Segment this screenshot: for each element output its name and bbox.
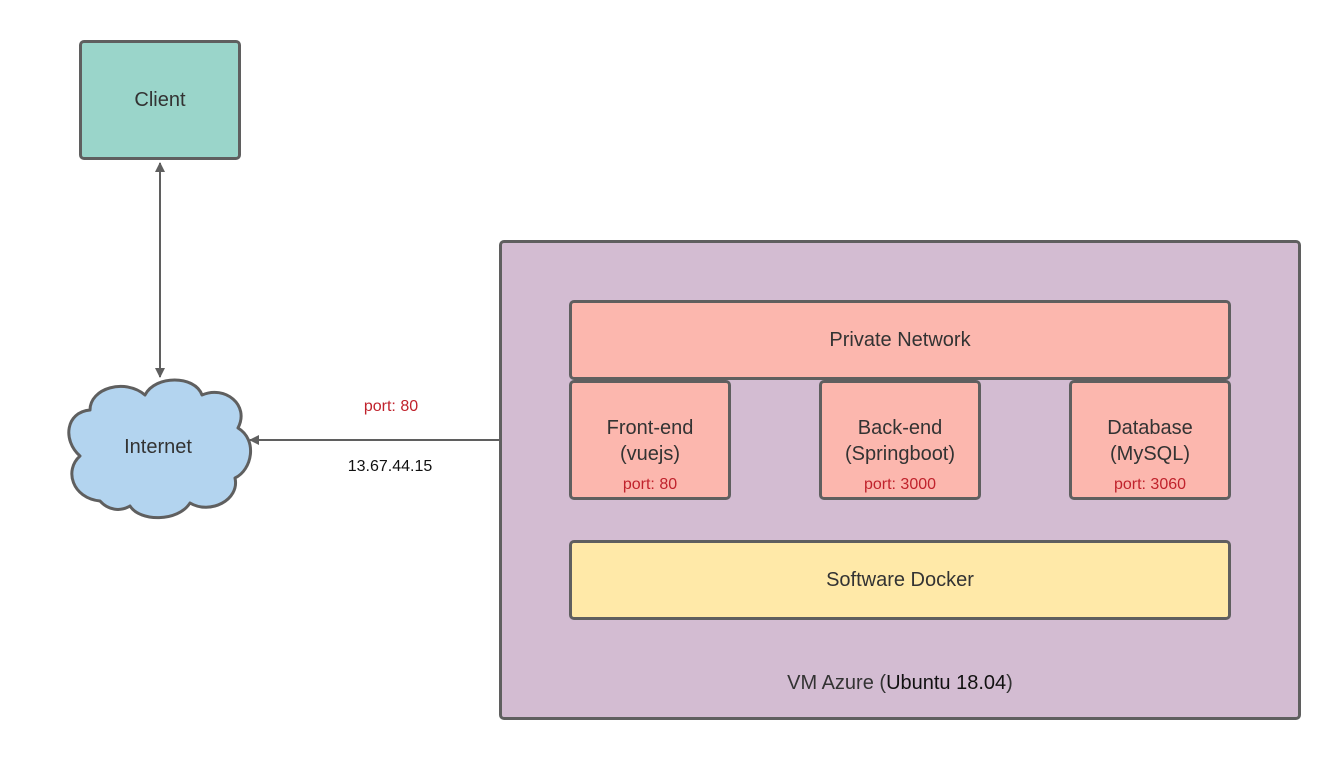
- database-port: port: 3060: [1113, 476, 1187, 493]
- private-network-label: Private Network: [829, 328, 971, 351]
- software-docker-node[interactable]: Software Docker: [569, 540, 1231, 620]
- internet-edge-port-label: port: 80: [363, 398, 419, 415]
- vm-label: VM Azure (Ubuntu 18.04): [499, 672, 1301, 695]
- backend-tech: (Springboot): [844, 443, 956, 465]
- frontend-tech: (vuejs): [619, 443, 680, 465]
- database-tech: (MySQL): [1110, 443, 1190, 465]
- docker-label: Software Docker: [826, 568, 974, 591]
- database-node[interactable]: Database (MySQL) port: 3060: [1069, 380, 1231, 500]
- private-network-node[interactable]: Private Network: [569, 300, 1231, 380]
- backend-node[interactable]: Back-end (Springboot) port: 3000: [819, 380, 981, 500]
- database-title: Database: [1107, 417, 1193, 439]
- backend-title: Back-end: [857, 417, 943, 439]
- frontend-node[interactable]: Front-end (vuejs) port: 80: [569, 380, 731, 500]
- internet-label: Internet: [124, 436, 192, 458]
- vm-label-suffix: ): [1006, 672, 1013, 694]
- vm-os-label: Ubuntu 18.04: [886, 672, 1007, 694]
- internet-cloud-shape: [67, 378, 253, 520]
- client-node[interactable]: Client: [79, 40, 241, 160]
- frontend-port: port: 80: [622, 476, 678, 493]
- backend-port: port: 3000: [863, 476, 937, 493]
- frontend-title: Front-end: [606, 417, 694, 439]
- internet-edge-ip-label: 13.67.44.15: [347, 458, 433, 475]
- vm-label-prefix: VM Azure (: [787, 672, 887, 694]
- client-label: Client: [134, 88, 186, 111]
